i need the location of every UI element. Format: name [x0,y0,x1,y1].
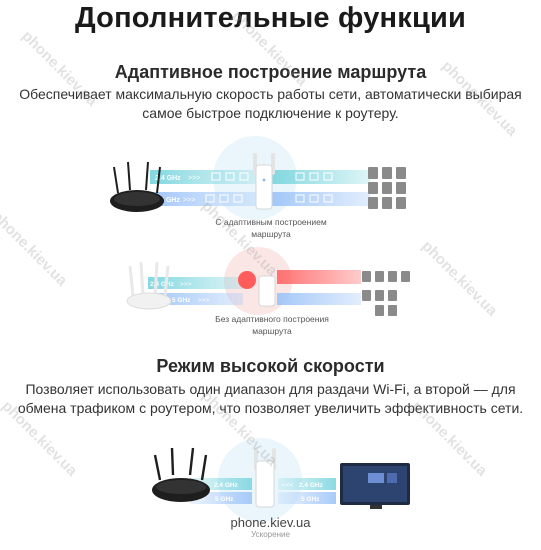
caption-line1: С адаптивным построением [215,217,327,227]
tablet-icon [396,182,406,194]
band-24-label: 2.4 GHz [299,482,324,489]
band-5-left [148,293,243,305]
range-extender-icon [254,448,276,508]
photo-icon [233,194,243,203]
diagram-high-speed-mode: 2.4 GHz 5 GHz 2.4 GHz 5 GHz <<< <<< [152,438,410,522]
section1-line2: самое быстрое подключение к роутеру. [142,105,399,121]
mail-icon [295,194,305,203]
caption-line2: маршрута [251,229,291,239]
tablet-icon [388,271,397,282]
tablet-icon [396,167,406,179]
band-24-label: 2.4 GHz [214,482,239,489]
arrows: >>> [180,281,192,288]
phone-icon [382,167,392,179]
arrows: <<< [194,496,206,503]
tablet-icon [382,197,392,209]
section2-heading: Режим высокой скорости [156,356,385,376]
phone-icon [368,182,378,194]
router-icon [152,447,210,502]
band-5-label: 5 GHz [172,297,191,304]
phone-icon [388,290,397,301]
router-icon [110,161,164,212]
range-extender-icon [253,153,275,210]
photo-icon [309,194,319,203]
phone-icon [396,197,406,209]
range-extender-icon [258,275,276,307]
laptop-icon [368,197,378,209]
caption-line2: маршрута [252,326,292,336]
laptop-icon [362,271,371,282]
laptop-icon [375,290,384,301]
congestion-indicator [238,271,256,289]
tablet-icon [362,290,371,301]
band-24-label: 2.4 GHz [155,175,181,182]
play-icon [323,194,333,203]
section2-line2: обмена трафиком с роутером, что позволяе… [17,400,524,416]
band-5-label: 5 GHz [301,496,320,503]
diagram-without-adaptive-routing: 2.4 GHz 5 GHz >>> >>> Без адаптивного по… [126,247,410,336]
page-title: Дополнительные функции [74,2,467,34]
tv-monitor-icon [340,463,410,509]
band-5-left [150,192,260,206]
arrows: >>> [183,197,195,204]
caption-line1: Без адаптивного построения [215,314,329,324]
section2-description: Позволяет использовать один диапазон для… [0,380,541,418]
phone-icon [401,271,410,282]
brand-sublabel: Ускорение [251,530,290,539]
arrows: >>> [198,297,210,304]
video-icon [219,194,229,203]
router-icon [126,261,172,310]
mail-icon [295,172,305,181]
brand-label: phone.kiev.ua [230,515,311,530]
cloud-icon [239,172,249,181]
section1-line1: Обеспечивает максимальную скорость работ… [19,86,522,102]
band-24-label: 2.4 GHz [150,281,175,288]
mail-icon [211,172,221,181]
arrows: <<< [282,482,294,489]
section1-description: Обеспечивает максимальную скорость работ… [0,85,541,123]
section2-line1: Позволяет использовать один диапазон для… [25,381,516,397]
phone-icon [375,271,384,282]
mail-icon [205,194,215,203]
client-devices [362,271,410,316]
band-congested-right [277,270,361,284]
laptop-icon [382,182,392,194]
band-24-right [278,478,336,490]
band-5-right [278,492,336,504]
diagram-with-adaptive-routing: 2.4 GHz 5 GHz >>> >>> [110,136,406,239]
band-24-left [148,277,243,289]
video-icon [309,172,319,181]
band-5-right [272,192,370,206]
band-5-right [277,293,361,305]
cloud-icon [323,172,333,181]
band-24-right [272,170,370,184]
band-5-label: 5 GHz [160,197,180,204]
tablet-icon [375,305,384,316]
client-devices [368,167,406,209]
photo-icon [225,172,235,181]
phone-icon [388,305,397,316]
section1-heading: Адаптивное построение маршрута [114,62,427,82]
band-5-label: 5 GHz [215,496,234,503]
arrows: >>> [188,175,200,182]
laptop-icon [368,167,378,179]
